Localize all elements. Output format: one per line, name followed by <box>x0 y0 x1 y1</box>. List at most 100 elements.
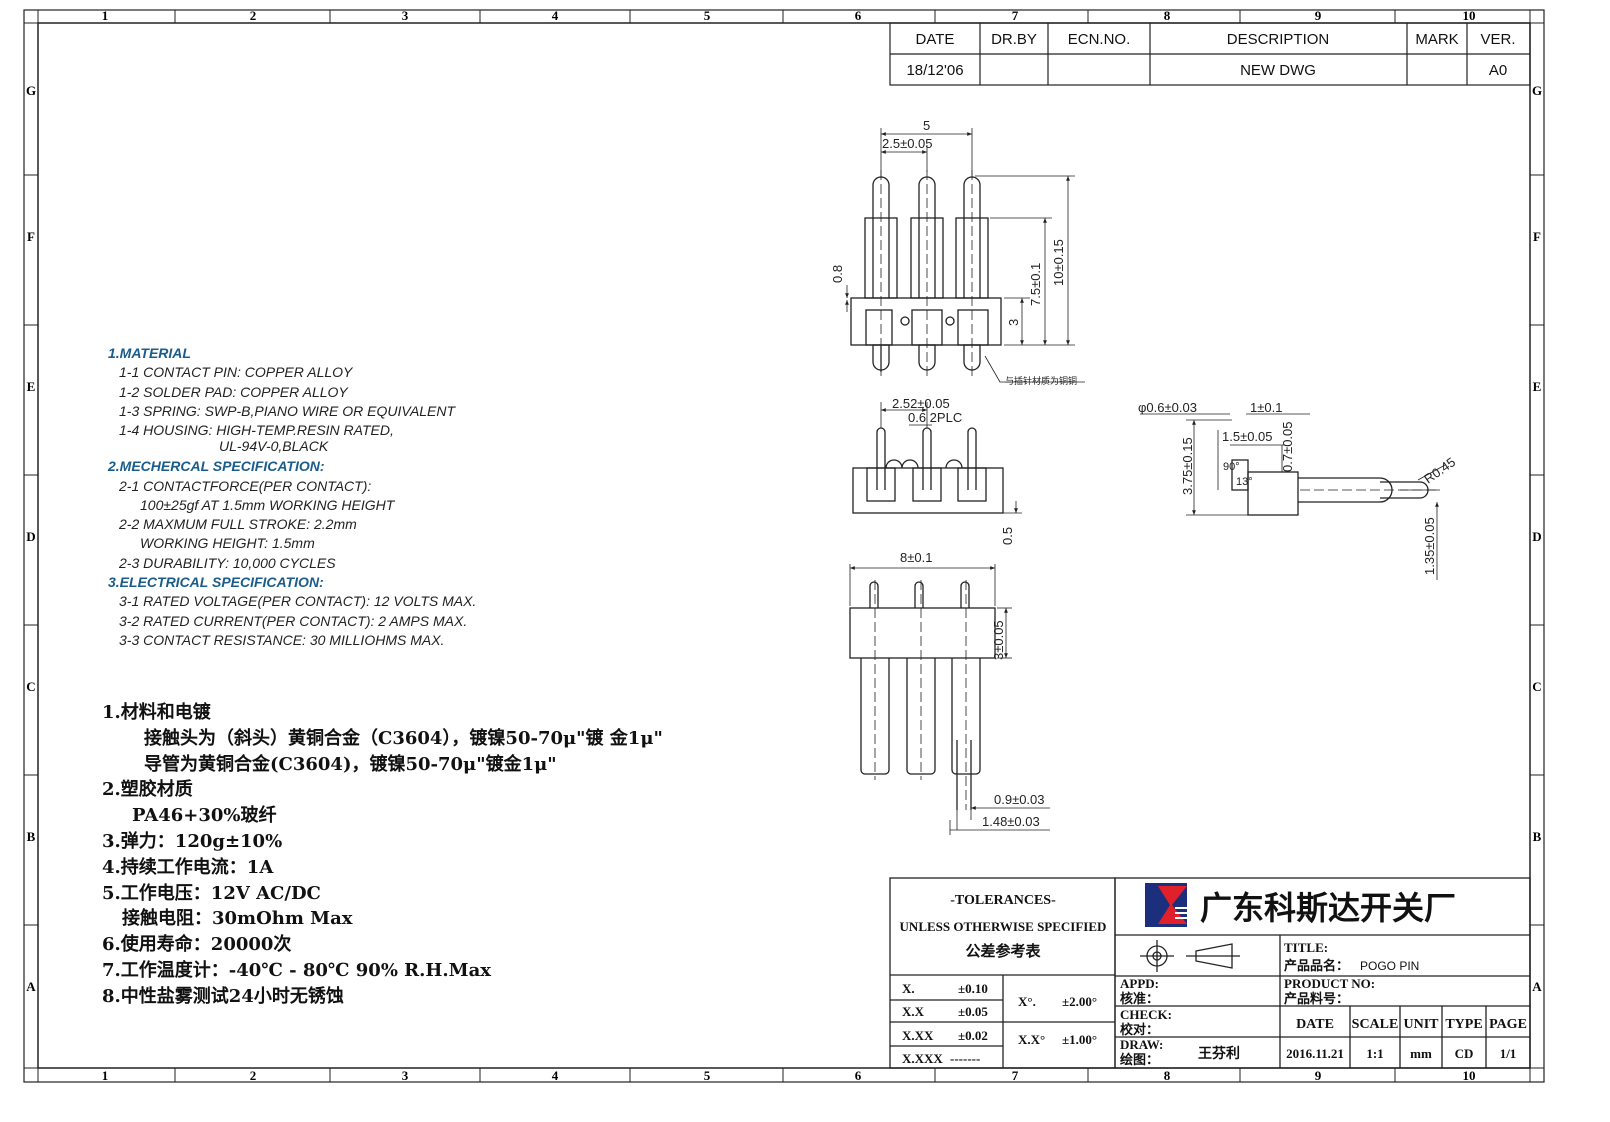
zone-row-left-B: B <box>27 829 36 844</box>
zone-col-top-2: 2 <box>250 8 257 23</box>
cn-note-line: 接触电阻：30mOhm Max <box>122 908 353 930</box>
zone-col-bottom-6: 6 <box>855 1068 862 1083</box>
tol-x: X. <box>902 981 915 996</box>
zone-row-left-D: D <box>26 529 35 544</box>
zone-row-left-C: C <box>26 679 35 694</box>
zone-row-left-G: G <box>26 83 36 98</box>
spec-line: UL-94V-0,BLACK <box>219 438 329 455</box>
spec-line: WORKING HEIGHT: 1.5mm <box>140 535 315 552</box>
rev-header-ecn: ECN.NO. <box>1068 31 1131 48</box>
revision-text: DATE DR.BY ECN.NO. DESCRIPTION MARK VER.… <box>906 31 1515 79</box>
view-section-dims: 2.52±0.05 0.6 2PLC 0.5 <box>892 396 1015 545</box>
zone-row-right-D: D <box>1532 529 1541 544</box>
zone-row-right-E: E <box>1533 379 1542 394</box>
zone-col-top-4: 4 <box>552 8 559 23</box>
rev-ver: A0 <box>1489 62 1507 79</box>
zone-col-bottom-10: 10 <box>1463 1068 1476 1083</box>
tol-xxx: X.XX <box>902 1028 934 1043</box>
rev-description: NEW DWG <box>1240 62 1316 79</box>
spec-line: 100±25gf AT 1.5mm WORKING HEIGHT <box>140 496 395 513</box>
cn-note-line: 接触头为（斜头）黄铜合金（C3604），镀镍50-70μ"镀 金1μ" <box>144 727 663 749</box>
dim-3: 3 <box>1006 319 1021 326</box>
title-cn: 产品品名： <box>1284 958 1349 974</box>
zone-col-top-10: 10 <box>1463 8 1476 23</box>
val-page: 1/1 <box>1500 1046 1517 1061</box>
spec-line: 3-2 RATED CURRENT(PER CONTACT): 2 AMPS M… <box>119 612 468 629</box>
rev-header-mark: MARK <box>1415 31 1458 48</box>
rev-header-ver: VER. <box>1480 31 1515 48</box>
view-side <box>1140 413 1446 580</box>
zone-col-bottom-1: 1 <box>102 1068 109 1083</box>
title-value: POGO PIN <box>1360 959 1419 973</box>
spec-line: 1-1 CONTACT PIN: COPPER ALLOY <box>119 364 353 381</box>
zone-row-right-C: C <box>1532 679 1541 694</box>
zone-col-bottom-3: 3 <box>402 1068 409 1083</box>
cn-note-line: 导管为黄铜合金(C3604)，镀镍50-70μ"镀金1μ" <box>144 753 557 775</box>
zone-col-top-8: 8 <box>1164 8 1171 23</box>
product-cn: 产品料号： <box>1284 991 1349 1007</box>
check-label: CHECK: <box>1120 1007 1172 1022</box>
zone-col-top-1: 1 <box>102 8 109 23</box>
spec-heading: 2.MECHERCAL SPECIFICATION: <box>108 458 325 475</box>
view-bottom <box>849 564 1050 835</box>
zone-col-top-3: 3 <box>402 8 409 23</box>
title-label: TITLE: <box>1284 940 1328 955</box>
company-name: 广东科斯达开关厂 <box>1200 889 1456 927</box>
zone-col-bottom-9: 9 <box>1315 1068 1322 1083</box>
val-date: 2016.11.21 <box>1286 1046 1344 1061</box>
spec-line: 3-1 RATED VOLTAGE(PER CONTACT): 12 VOLTS… <box>119 593 477 610</box>
dim-0-7: 0.7±0.05 <box>1280 421 1295 472</box>
val-scale: 1:1 <box>1366 1046 1383 1061</box>
zone-row-left-E: E <box>27 379 36 394</box>
spec-line: 3-3 CONTACT RESISTANCE: 30 MILLIOHMS MAX… <box>119 631 445 648</box>
spec-line: 1-3 SPRING: SWP-B,PIANO WIRE OR EQUIVALE… <box>119 402 456 419</box>
tol-xx-val: ±0.05 <box>958 1004 988 1019</box>
zone-col-bottom-8: 8 <box>1164 1068 1171 1083</box>
tol-sub: UNLESS OTHERWISE SPECIFIED <box>900 919 1107 934</box>
spec-line: 1-4 HOUSING: HIGH-TEMP.RESIN RATED, <box>119 422 394 439</box>
tol-ang-xx-val: ±1.00° <box>1062 1032 1097 1047</box>
cn-note-line: 5.工作电压：12V AC/DC <box>102 882 321 904</box>
hdr-date: DATE <box>1296 1017 1334 1032</box>
zone-col-bottom-4: 4 <box>552 1068 559 1083</box>
tol-xxx-val: ±0.02 <box>958 1028 988 1043</box>
dim-phi-0-6: φ0.6±0.03 <box>1138 400 1197 415</box>
dim-1-5: 1.5±0.05 <box>1222 429 1273 444</box>
dim-2-52: 2.52±0.05 <box>892 396 950 411</box>
dim-10: 10±0.15 <box>1051 239 1066 286</box>
tol-x-val: ±0.10 <box>958 981 988 996</box>
company-logo <box>1145 883 1195 927</box>
dim-5: 5 <box>923 118 930 133</box>
zone-row-right-G: G <box>1532 83 1542 98</box>
tol-title: -TOLERANCES- <box>950 893 1056 908</box>
cn-note-line: 6.使用寿命：20000次 <box>102 934 292 956</box>
cn-note-line: 4.持续工作电流：1A <box>102 856 274 878</box>
revision-table <box>889 22 1531 86</box>
view-bottom-dims: 8±0.1 3±0.05 0.9±0.03 1.48±0.03 <box>900 550 1045 829</box>
dim-3-75: 3.75±0.15 <box>1180 437 1195 495</box>
spec-line: 1-2 SOLDER PAD: COPPER ALLOY <box>119 383 348 400</box>
rev-header-drby: DR.BY <box>991 31 1037 48</box>
hdr-scale: SCALE <box>1352 1017 1399 1032</box>
hdr-unit: UNIT <box>1403 1017 1439 1032</box>
draw-label: DRAW: <box>1120 1037 1163 1052</box>
draw-cn: 绘图： <box>1120 1052 1159 1068</box>
zone-col-bottom-5: 5 <box>704 1068 711 1083</box>
dim-8: 8±0.1 <box>900 550 932 565</box>
rev-date: 18/12'06 <box>906 62 963 79</box>
tol-xxxx: X.XXX <box>902 1051 943 1066</box>
val-type: CD <box>1455 1046 1474 1061</box>
angle-90: 90° <box>1223 461 1240 473</box>
spec-heading: 1.MATERIAL <box>108 345 191 361</box>
cn-note-line: PA46+30%玻纤 <box>132 805 277 827</box>
view-front <box>845 128 1085 383</box>
dim-1-48: 1.48±0.03 <box>982 814 1040 829</box>
spec-line: 2-1 CONTACTFORCE(PER CONTACT): <box>119 477 372 494</box>
drawer-name: 王芬利 <box>1198 1045 1240 1062</box>
zone-row-right-F: F <box>1533 229 1541 244</box>
dim-1: 1±0.1 <box>1250 400 1282 415</box>
tol-xx: X.X <box>902 1004 925 1019</box>
spec-line: 2-3 DURABILITY: 10,000 CYCLES <box>119 554 336 571</box>
dim-2-5: 2.5±0.05 <box>882 136 933 151</box>
